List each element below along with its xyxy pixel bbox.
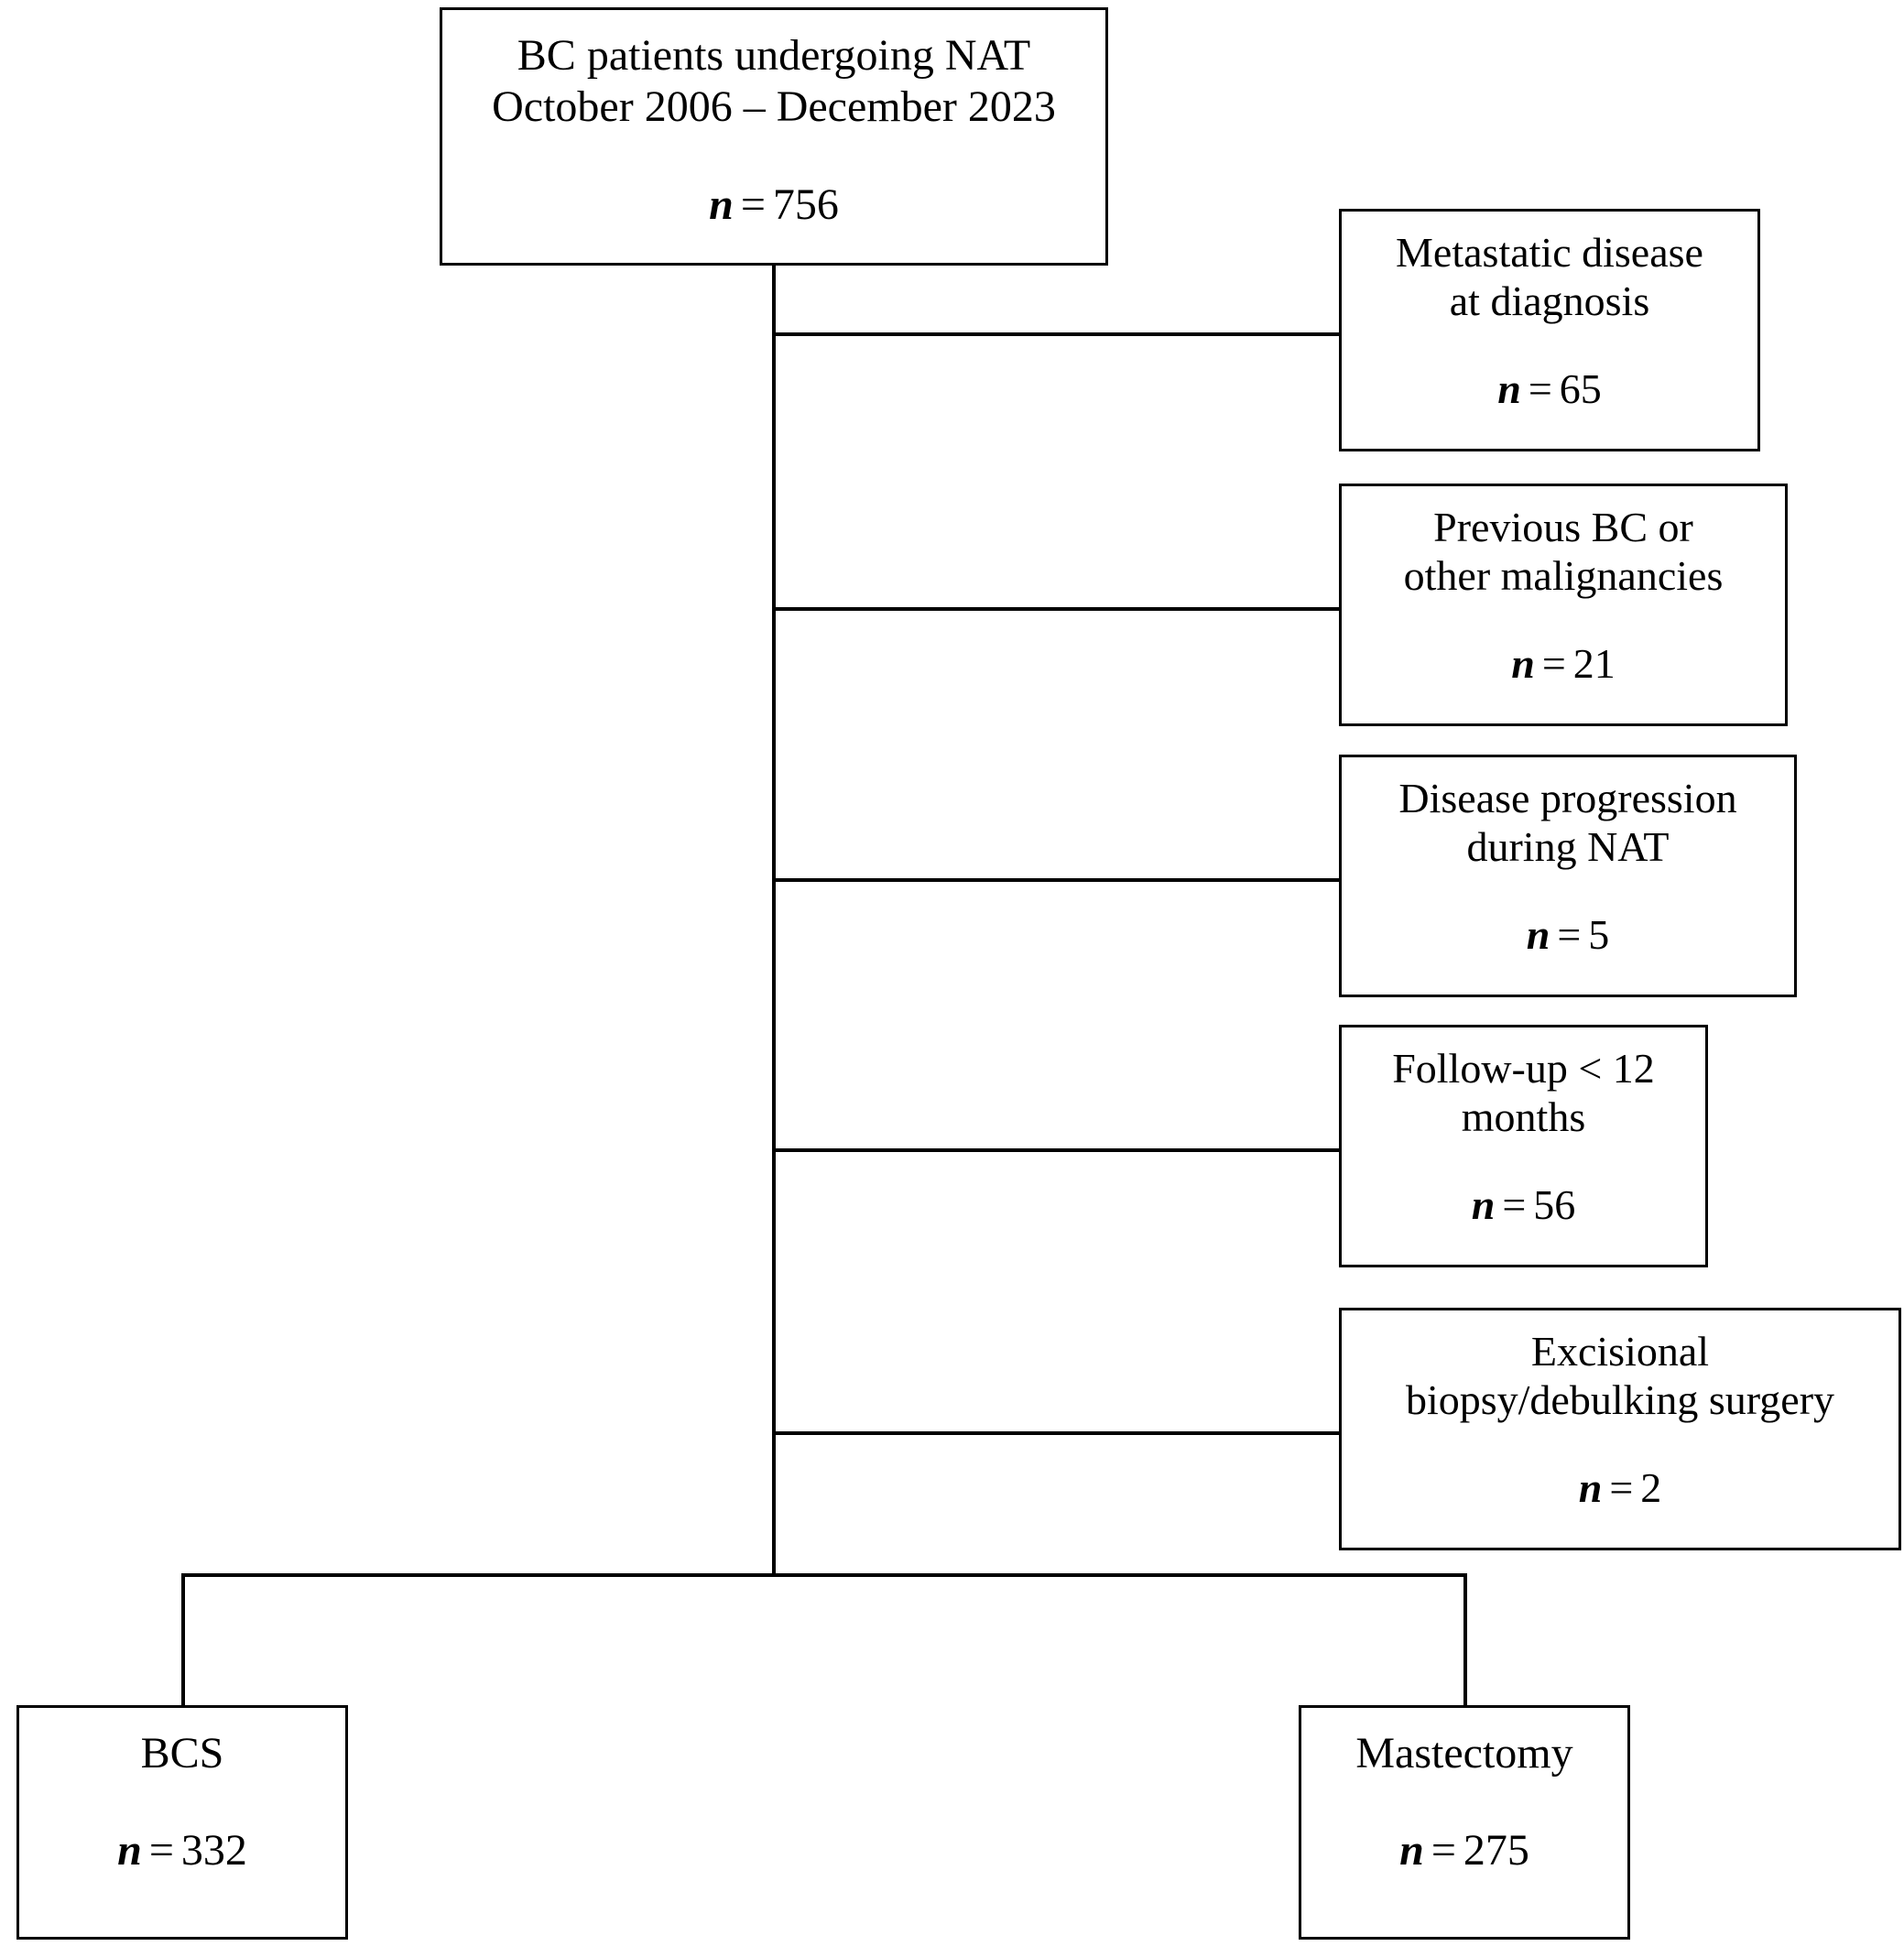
branch-connector-2 — [772, 607, 1342, 611]
node-root-label: BC patients undergoing NAT October 2006 … — [492, 31, 1056, 131]
node-outcome-count-eq: = — [148, 1825, 174, 1875]
node-exclusion-count-value: 65 — [1559, 364, 1602, 412]
node-outcome-bcs[interactable]: BCS n=332 — [16, 1705, 348, 1940]
node-root-count-symbol: n — [709, 180, 734, 230]
node-root-cohort[interactable]: BC patients undergoing NAT October 2006 … — [440, 7, 1108, 266]
node-exclusion-count-symbol: n — [1497, 364, 1521, 412]
split-left-drop-connector — [181, 1573, 185, 1707]
node-outcome-mastectomy[interactable]: Mastectomy n=275 — [1299, 1705, 1630, 1940]
node-outcome-count-value: 332 — [180, 1825, 247, 1875]
node-exclusion-count-value: 2 — [1640, 1463, 1662, 1511]
node-exclusion-metastatic-disease[interactable]: Metastatic disease at diagnosis n=65 — [1339, 209, 1760, 451]
node-exclusion-label: Previous BC or other malignancies — [1403, 504, 1724, 600]
node-exclusion-count-symbol: n — [1578, 1463, 1603, 1511]
split-right-drop-connector — [1463, 1573, 1467, 1707]
node-exclusion-count-symbol: n — [1526, 910, 1550, 958]
split-horizontal-bar — [181, 1573, 1467, 1577]
node-exclusion-label: Excisional biopsy/debulking surgery — [1405, 1328, 1835, 1424]
node-exclusion-excisional-biopsy[interactable]: Excisional biopsy/debulking surgery n=2 — [1339, 1308, 1901, 1550]
node-exclusion-count-value: 21 — [1572, 639, 1616, 687]
node-exclusion-label: Disease progression during NAT — [1398, 775, 1737, 871]
node-exclusion-short-follow-up[interactable]: Follow-up < 12 months n=56 — [1339, 1025, 1708, 1267]
node-root-count: n=756 — [709, 179, 839, 230]
node-exclusion-count-eq: = — [1541, 639, 1566, 687]
node-exclusion-count-eq: = — [1502, 1180, 1527, 1228]
node-exclusion-count-symbol: n — [1471, 1180, 1496, 1228]
node-exclusion-count-value: 5 — [1588, 910, 1610, 958]
node-exclusion-count: n=5 — [1527, 910, 1610, 959]
node-exclusion-count-symbol: n — [1511, 639, 1535, 687]
node-outcome-count-value: 275 — [1463, 1825, 1529, 1875]
node-exclusion-count-eq: = — [1557, 910, 1582, 958]
branch-connector-3 — [772, 878, 1342, 882]
node-exclusion-count-value: 56 — [1533, 1180, 1576, 1228]
node-exclusion-disease-progression[interactable]: Disease progression during NAT n=5 — [1339, 755, 1797, 997]
branch-connector-5 — [772, 1431, 1342, 1435]
branch-connector-1 — [772, 332, 1342, 336]
node-exclusion-previous-bc-or-malignancies[interactable]: Previous BC or other malignancies n=21 — [1339, 484, 1788, 726]
node-root-count-value: 756 — [772, 180, 839, 230]
node-exclusion-count: n=21 — [1511, 639, 1616, 688]
branch-connector-4 — [772, 1148, 1342, 1152]
node-outcome-count-eq: = — [1431, 1825, 1456, 1875]
node-outcome-count: n=332 — [117, 1825, 247, 1875]
node-outcome-label: BCS — [140, 1729, 224, 1777]
node-exclusion-count-eq: = — [1528, 364, 1552, 412]
node-outcome-count-symbol: n — [117, 1825, 142, 1875]
node-outcome-count-symbol: n — [1399, 1825, 1424, 1875]
node-exclusion-label: Metastatic disease at diagnosis — [1396, 229, 1703, 325]
node-outcome-label: Mastectomy — [1355, 1729, 1573, 1777]
trunk-vertical-connector — [772, 264, 776, 1577]
node-exclusion-count-eq: = — [1609, 1463, 1634, 1511]
node-root-count-eq: = — [740, 180, 766, 230]
node-exclusion-count: n=2 — [1579, 1463, 1662, 1512]
node-exclusion-label: Follow-up < 12 months — [1392, 1045, 1655, 1141]
node-exclusion-count: n=65 — [1497, 364, 1602, 413]
node-exclusion-count: n=56 — [1472, 1180, 1576, 1229]
node-outcome-count: n=275 — [1399, 1825, 1529, 1875]
